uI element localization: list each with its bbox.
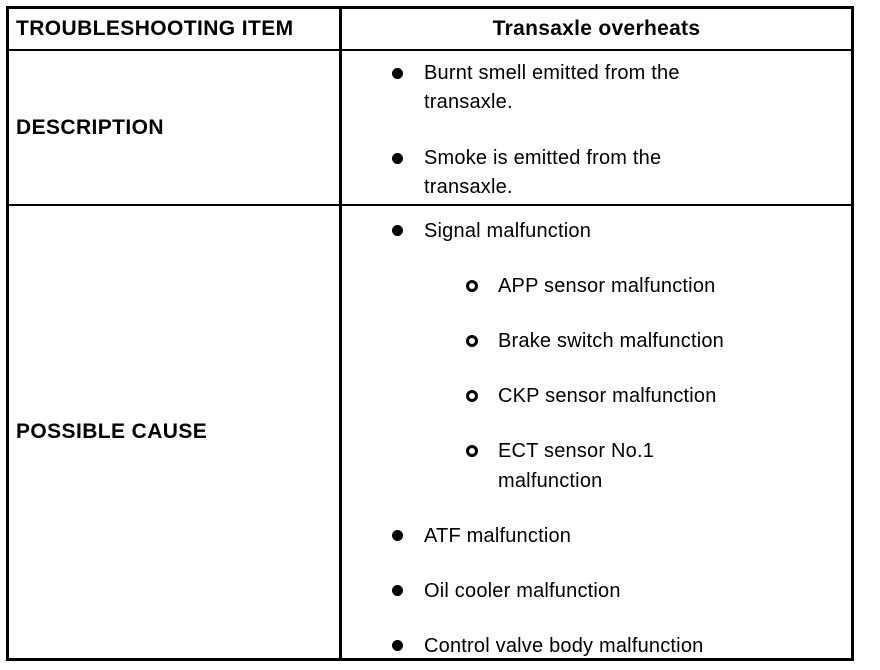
header-cell-troubleshooting-item: TROUBLESHOOTING ITEM <box>9 9 339 49</box>
list-item: Control valve body malfunction <box>392 631 843 658</box>
bullet-text: ECT sensor No.1 malfunction <box>498 440 655 492</box>
bullet-text: Burnt smell emitted from the transaxle. <box>424 62 680 113</box>
bullet-text: Smoke is emitted from the transaxle. <box>424 147 662 198</box>
bullet-text: Brake switch malfunction <box>498 330 725 352</box>
list-item: Burnt smell emitted from the transaxle. <box>392 59 843 117</box>
filled-bullet-icon <box>392 153 403 164</box>
filled-bullet-icon <box>392 225 403 236</box>
bullet-text: Control valve body malfunction <box>424 635 704 657</box>
bullet-text: CKP sensor malfunction <box>498 385 717 407</box>
bullet-text: Signal malfunction <box>424 220 592 242</box>
list-item: CKP sensor malfunction <box>466 381 843 411</box>
list-item: Brake switch malfunction <box>466 326 843 356</box>
bullet-text: APP sensor malfunction <box>498 275 716 297</box>
possible-cause-bullet-list: Signal malfunction APP sensor malfunctio… <box>342 206 851 658</box>
possible-cause-content-cell: Signal malfunction APP sensor malfunctio… <box>339 204 851 658</box>
possible-cause-label-cell: POSSIBLE CAUSE <box>9 204 339 658</box>
bullet-text: Oil cooler malfunction <box>424 580 621 602</box>
description-bullet-list: Burnt smell emitted from the transaxle. … <box>342 51 851 202</box>
description-content-cell: Burnt smell emitted from the transaxle. … <box>339 49 851 204</box>
description-label: DESCRIPTION <box>16 115 164 139</box>
list-item: APP sensor malfunction <box>466 271 843 301</box>
list-item: Oil cooler malfunction <box>392 576 843 606</box>
filled-bullet-icon <box>392 640 403 651</box>
list-item: Smoke is emitted from the transaxle. <box>392 144 843 202</box>
list-item: Signal malfunction <box>392 216 843 246</box>
troubleshooting-item-label: TROUBLESHOOTING ITEM <box>16 17 294 40</box>
symptom-title: Transaxle overheats <box>492 17 701 40</box>
open-bullet-icon <box>466 445 478 457</box>
open-bullet-icon <box>466 280 478 292</box>
header-cell-symptom: Transaxle overheats <box>339 9 851 49</box>
possible-cause-label: POSSIBLE CAUSE <box>16 420 208 443</box>
open-bullet-icon <box>466 390 478 402</box>
filled-bullet-icon <box>392 585 403 596</box>
description-label-cell: DESCRIPTION <box>9 49 339 204</box>
filled-bullet-icon <box>392 530 403 541</box>
troubleshooting-table: TROUBLESHOOTING ITEM Transaxle overheats… <box>6 6 854 661</box>
list-item: ECT sensor No.1 malfunction <box>466 436 843 496</box>
list-item: ATF malfunction <box>392 521 843 551</box>
open-bullet-icon <box>466 335 478 347</box>
bullet-text: ATF malfunction <box>424 525 572 547</box>
filled-bullet-icon <box>392 68 403 79</box>
